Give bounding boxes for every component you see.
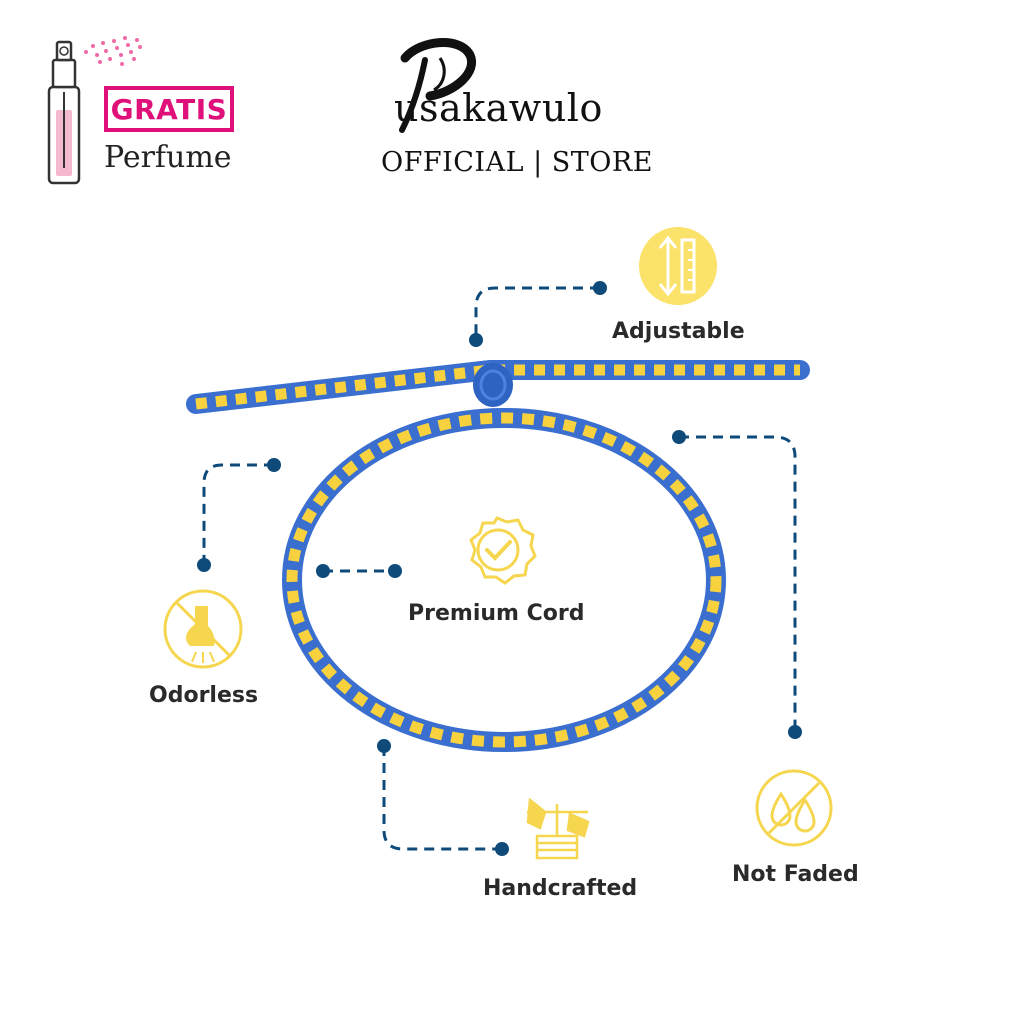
leader-lines bbox=[202, 286, 797, 851]
gratis-badge: GRATIS bbox=[104, 86, 234, 132]
badge-check-icon bbox=[469, 516, 537, 585]
brand-subtitle: OFFICIAL | STORE bbox=[381, 147, 653, 178]
perfume-label: Perfume bbox=[104, 140, 232, 175]
feature-handcrafted: Handcrafted bbox=[483, 876, 638, 901]
hand-weaving-icon bbox=[526, 797, 590, 860]
no-fade-icon bbox=[755, 769, 833, 847]
feature-not-faded: Not Faded bbox=[732, 862, 859, 887]
feature-premium-cord: Premium Cord bbox=[408, 601, 585, 626]
feature-adjustable: Adjustable bbox=[612, 319, 745, 344]
brand-name: usakawulo bbox=[394, 86, 603, 130]
brand-logo-icon bbox=[399, 38, 477, 133]
perfume-bottle-icon bbox=[47, 36, 142, 185]
leader-dots bbox=[197, 281, 802, 856]
feature-odorless: Odorless bbox=[149, 683, 259, 708]
ruler-icon bbox=[639, 227, 717, 305]
bracelet-image bbox=[186, 360, 810, 752]
no-smell-icon bbox=[163, 589, 243, 669]
